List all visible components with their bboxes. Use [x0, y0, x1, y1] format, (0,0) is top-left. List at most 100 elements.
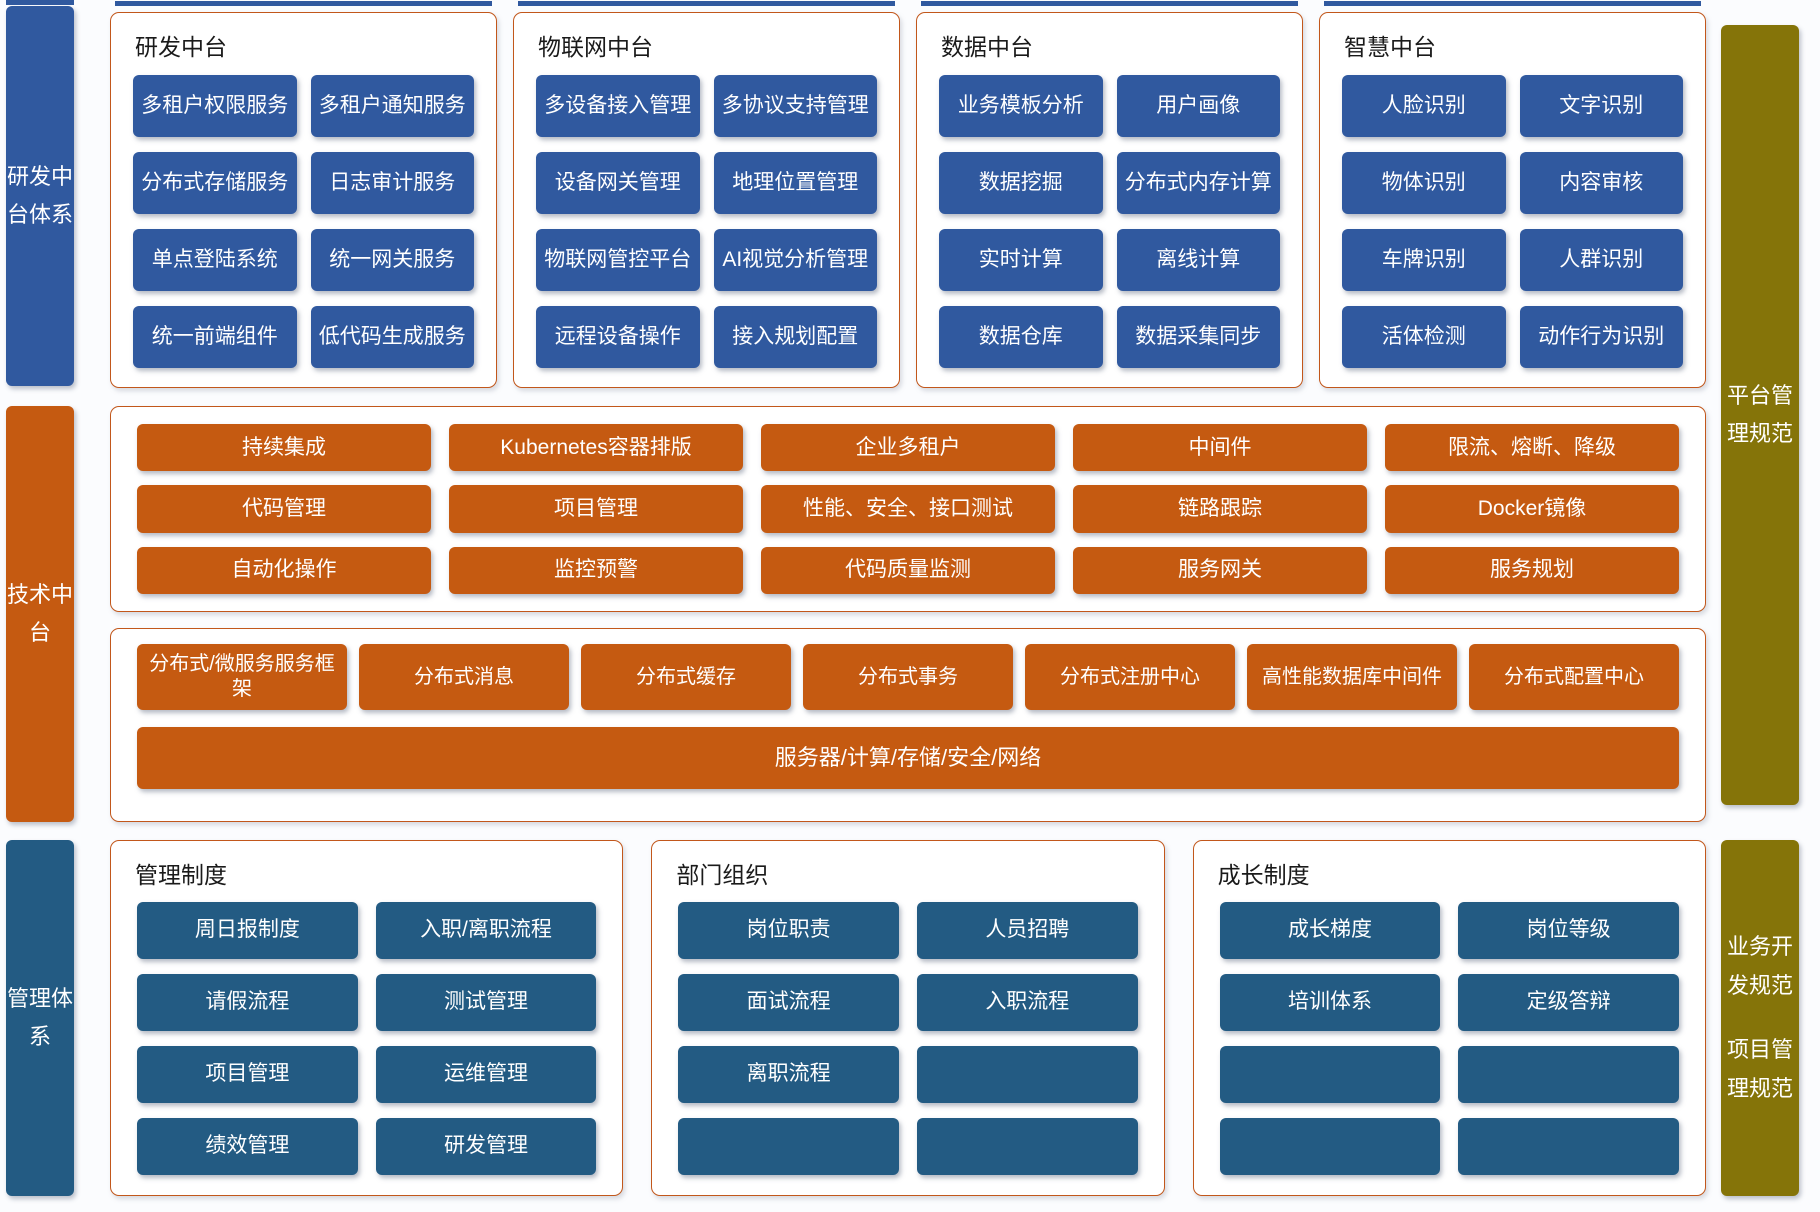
- item-button: 分布式内存计算: [1116, 152, 1280, 214]
- item-button: 代码管理: [137, 485, 431, 533]
- item-button: 用户画像: [1116, 75, 1280, 137]
- sidebar-label: 技术中台: [6, 581, 73, 646]
- button-grid: 周日报制度 入职/离职流程 请假流程 测试管理 项目管理 运维管理 绩效管理 研…: [137, 902, 597, 1175]
- item-button: 分布式消息: [359, 644, 569, 710]
- panel-title: 物联网中台: [538, 34, 653, 60]
- item-button: 项目管理: [449, 485, 743, 533]
- panel-tech-ops: 持续集成 Kubernetes容器排版 企业多租户 中间件 限流、熔断、降级 代…: [110, 406, 1706, 612]
- panel-ai-platform: 智慧中台 人脸识别 文字识别 物体识别 内容审核 车牌识别 人群识别 活体检测 …: [1319, 0, 1706, 388]
- item-button: Docker镜像: [1385, 485, 1679, 533]
- item-button: 分布式/微服务服务框架: [137, 644, 347, 710]
- item-button: 多协议支持管理: [713, 75, 877, 137]
- item-button-empty: [1219, 1046, 1441, 1103]
- item-button: 入职流程: [916, 974, 1138, 1031]
- item-button: 分布式事务: [803, 644, 1013, 710]
- item-button: 链路跟踪: [1073, 485, 1367, 533]
- item-button: 绩效管理: [137, 1118, 358, 1175]
- button-grid: 持续集成 Kubernetes容器排版 企业多租户 中间件 限流、熔断、降级 代…: [137, 424, 1679, 594]
- item-button: 分布式注册中心: [1025, 644, 1235, 710]
- item-button: 数据仓库: [939, 306, 1103, 368]
- item-button: 人员招聘: [916, 902, 1138, 959]
- button-grid: 多设备接入管理 多协议支持管理 设备网关管理 地理位置管理 物联网管控平台 AI…: [536, 75, 877, 368]
- item-button-empty: [916, 1118, 1138, 1175]
- sidebar-label: 研发中台体系: [6, 163, 73, 228]
- panel-management-rules: 管理制度 周日报制度 入职/离职流程 请假流程 测试管理 项目管理 运维管理 绩…: [110, 840, 624, 1196]
- item-button: 岗位等级: [1458, 902, 1679, 959]
- item-button: 监控预警: [449, 546, 743, 594]
- item-button: 限流、熔断、降级: [1385, 424, 1679, 472]
- item-button: 离职流程: [678, 1046, 899, 1103]
- panel-title: 部门组织: [676, 862, 769, 888]
- item-button: 代码质量监测: [761, 546, 1055, 594]
- panel-growth-rules: 成长制度 成长梯度 岗位等级 培训体系 定级答辩: [1192, 840, 1706, 1196]
- item-button: 业务模板分析: [939, 75, 1103, 137]
- item-button: 物联网管控平台: [536, 229, 700, 291]
- item-button: 服务网关: [1073, 546, 1367, 594]
- item-button: 日志审计服务: [310, 152, 474, 214]
- infrastructure-bar: 服务器/计算/存储/安全/网络: [137, 727, 1679, 789]
- panel-tech-infra: 分布式/微服务服务框架 分布式消息 分布式缓存 分布式事务 分布式注册中心 高性…: [110, 628, 1706, 822]
- item-button: 接入规划配置: [713, 306, 877, 368]
- item-button: 岗位职责: [678, 902, 899, 959]
- item-button: 服务规划: [1385, 546, 1679, 594]
- button-grid: 分布式/微服务服务框架 分布式消息 分布式缓存 分布式事务 分布式注册中心 高性…: [137, 644, 1679, 710]
- item-button: 中间件: [1073, 424, 1367, 472]
- item-button: AI视觉分析管理: [713, 229, 877, 291]
- button-grid: 岗位职责 人员招聘 面试流程 入职流程 离职流程: [678, 902, 1138, 1175]
- panel-title: 智慧中台: [1344, 34, 1436, 60]
- item-button: 运维管理: [375, 1046, 597, 1103]
- button-grid: 人脸识别 文字识别 物体识别 内容审核 车牌识别 人群识别 活体检测 动作行为识…: [1342, 75, 1683, 368]
- panel-title: 数据中台: [941, 34, 1033, 60]
- main-content: 研发中台 多租户权限服务 多租户通知服务 分布式存储服务 日志审计服务 单点登陆…: [110, 0, 1706, 1196]
- item-button: 定级答辩: [1458, 974, 1679, 1031]
- sidebar-label: 管理体系: [6, 985, 73, 1050]
- item-button: 文字识别: [1519, 75, 1683, 137]
- sidebar-platform-management-spec: 平台管理规范: [1721, 25, 1799, 805]
- button-grid: 成长梯度 岗位等级 培训体系 定级答辩: [1219, 902, 1679, 1175]
- sidebar-label: 项目管理规范: [1726, 1037, 1793, 1101]
- item-button: 研发管理: [375, 1118, 597, 1175]
- bottom-panels-row: 管理制度 周日报制度 入职/离职流程 请假流程 测试管理 项目管理 运维管理 绩…: [110, 840, 1706, 1196]
- item-button: 分布式缓存: [581, 644, 791, 710]
- item-button: 测试管理: [375, 974, 597, 1031]
- panel-title: 研发中台: [135, 34, 227, 60]
- button-grid: 业务模板分析 用户画像 数据挖掘 分布式内存计算 实时计算 离线计算 数据仓库 …: [939, 75, 1280, 368]
- item-button: 车牌识别: [1342, 229, 1506, 291]
- item-button: 请假流程: [137, 974, 358, 1031]
- sidebar-management-system: 管理体系: [6, 840, 74, 1196]
- item-button: 成长梯度: [1219, 902, 1441, 959]
- item-button: 动作行为识别: [1519, 306, 1683, 368]
- item-button: 人脸识别: [1342, 75, 1506, 137]
- item-button: 设备网关管理: [536, 152, 700, 214]
- item-button: 入职/离职流程: [375, 902, 597, 959]
- panel-rd-platform: 研发中台 多租户权限服务 多租户通知服务 分布式存储服务 日志审计服务 单点登陆…: [110, 0, 497, 388]
- item-button: 地理位置管理: [713, 152, 877, 214]
- item-button: 活体检测: [1342, 306, 1506, 368]
- item-button: Kubernetes容器排版: [449, 424, 743, 472]
- item-button: 多租户通知服务: [310, 75, 474, 137]
- item-button: 持续集成: [137, 424, 431, 472]
- item-button-empty: [916, 1046, 1138, 1103]
- item-button: 低代码生成服务: [310, 306, 474, 368]
- item-button: 统一前端组件: [133, 306, 297, 368]
- item-button: 统一网关服务: [310, 229, 474, 291]
- item-button: 企业多租户: [761, 424, 1055, 472]
- item-button: 数据挖掘: [939, 152, 1103, 214]
- item-button: 分布式存储服务: [133, 152, 297, 214]
- item-button: 物体识别: [1342, 152, 1506, 214]
- item-button-empty: [678, 1118, 899, 1175]
- item-button: 多设备接入管理: [536, 75, 700, 137]
- panel-iot-platform: 物联网中台 多设备接入管理 多协议支持管理 设备网关管理 地理位置管理 物联网管…: [513, 0, 900, 388]
- sidebar-label: 业务开发规范: [1726, 934, 1793, 998]
- sidebar-label: 平台管理规范: [1726, 382, 1793, 447]
- button-grid: 多租户权限服务 多租户通知服务 分布式存储服务 日志审计服务 单点登陆系统 统一…: [133, 75, 474, 368]
- item-button: 单点登陆系统: [133, 229, 297, 291]
- sidebar-tech-platform: 技术中台: [6, 406, 74, 822]
- item-button: 面试流程: [678, 974, 899, 1031]
- item-button: 远程设备操作: [536, 306, 700, 368]
- panel-title: 成长制度: [1217, 862, 1310, 888]
- item-button: 数据采集同步: [1116, 306, 1280, 368]
- item-button: 多租户权限服务: [133, 75, 297, 137]
- item-button: 性能、安全、接口测试: [761, 485, 1055, 533]
